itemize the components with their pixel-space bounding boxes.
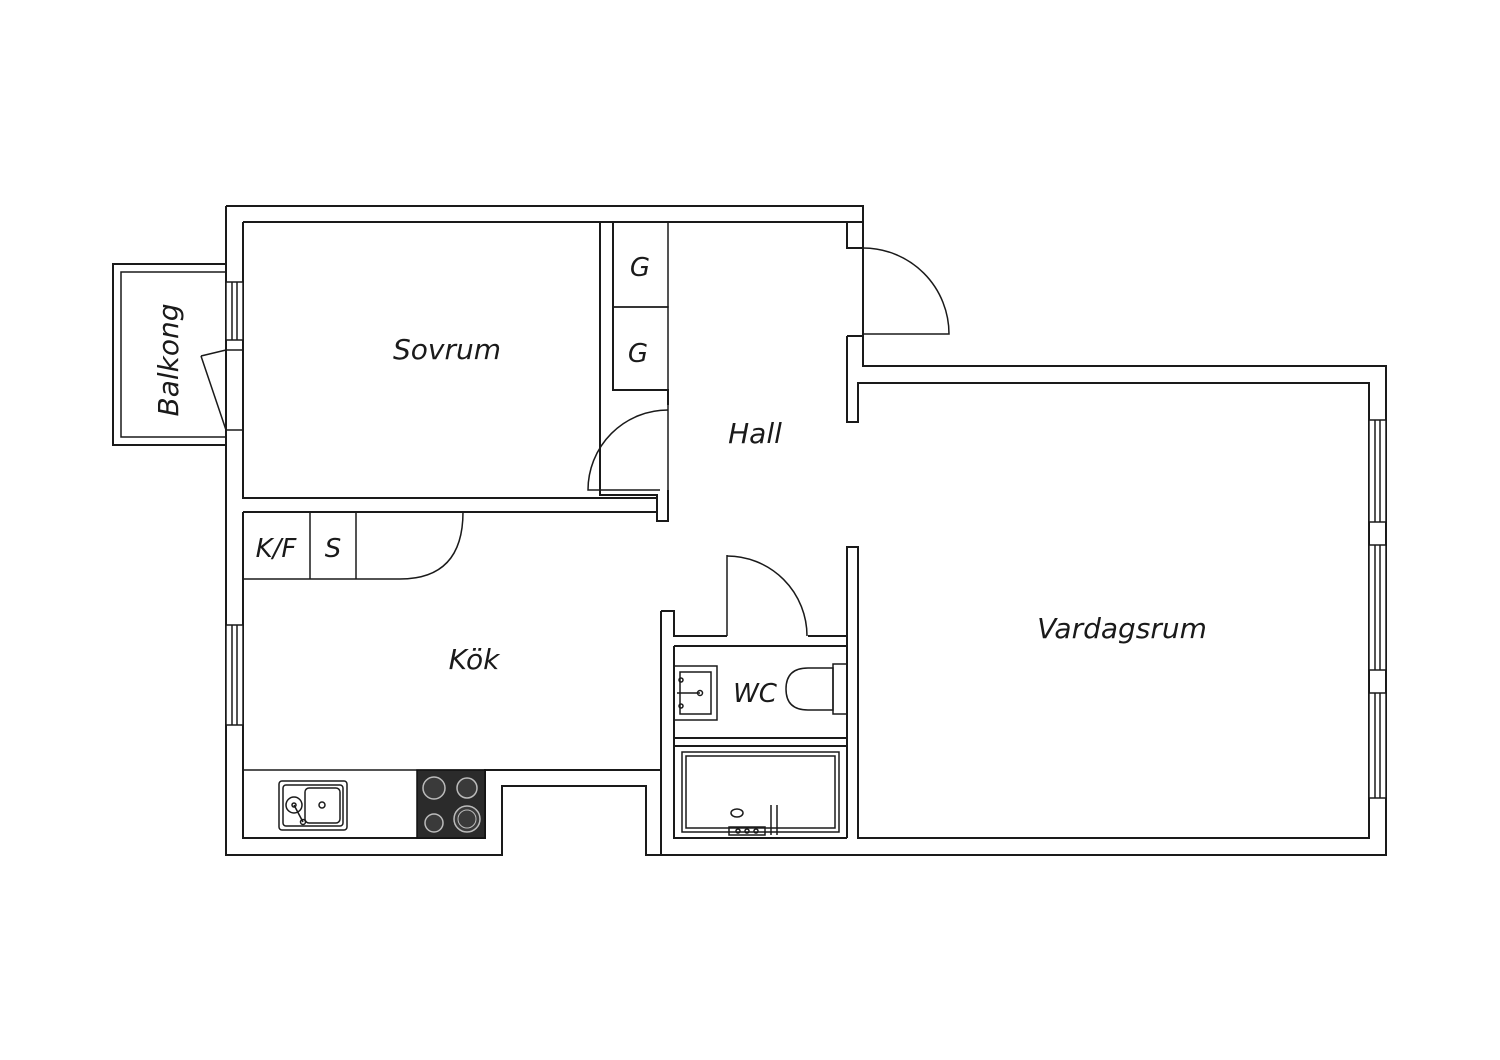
washbasin [673, 665, 718, 721]
label-kok: Kök [449, 643, 501, 676]
label-balkong: Balkong [152, 303, 185, 416]
label-dishwasher: S [325, 534, 342, 564]
label-wardrobe-2: G [628, 339, 648, 369]
label-wc: WC [733, 679, 778, 709]
window-kitchen [225, 624, 244, 726]
label-vardagsrum: Vardagsrum [1037, 612, 1207, 645]
outer-walls [225, 205, 1387, 856]
label-sovrum: Sovrum [393, 333, 501, 366]
bathtub [681, 751, 840, 836]
balcony [112, 263, 243, 446]
label-fridge-freezer: K/F [256, 534, 298, 564]
doors [587, 247, 950, 637]
window-living-1 [1368, 419, 1387, 523]
label-hall: Hall [728, 417, 782, 450]
window-living-2 [1368, 544, 1387, 671]
fixture-labels: G G K/F S [256, 253, 650, 564]
window-living-3 [1368, 692, 1387, 799]
wardrobes [612, 221, 669, 391]
window-bedroom [225, 281, 244, 341]
kitchen-sink [278, 780, 348, 831]
windows [225, 281, 1387, 799]
bathroom-fixtures [673, 663, 848, 836]
stove [416, 769, 486, 839]
label-wardrobe-1: G [630, 253, 650, 283]
kitchen-fixtures [242, 511, 486, 839]
room-labels: Sovrum Hall Vardagsrum Kök WC Balkong [152, 303, 1207, 709]
toilet [785, 663, 848, 715]
